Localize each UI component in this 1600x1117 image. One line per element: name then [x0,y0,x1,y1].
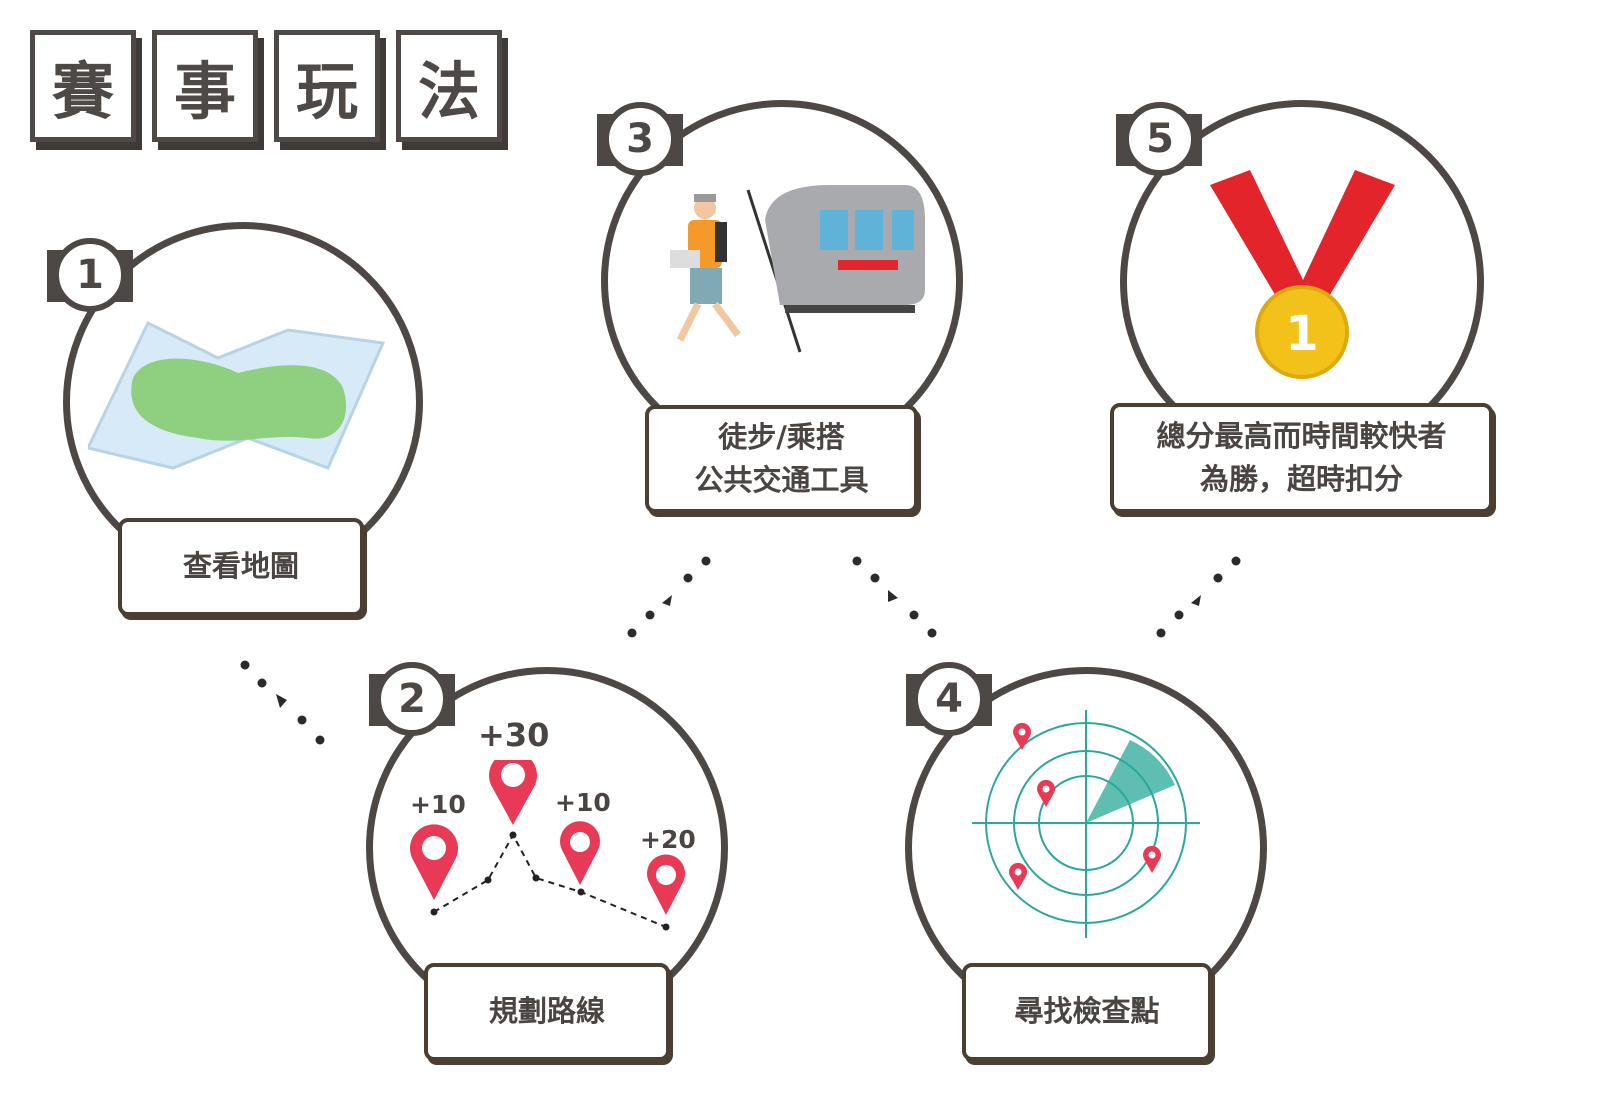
step-number-badge: 1 [53,238,127,312]
points-label: +10 [410,790,466,819]
step-label-text: 尋找檢查點 [1014,994,1160,1029]
step-number-badge: 2 [375,662,449,736]
step-4-label: 尋找檢查點 [962,963,1212,1061]
step-1-label: 查看地圖 [118,518,364,616]
points-label: +10 [555,788,611,817]
step-3-label: 徒步/乘搭 公共交通工具 [645,405,918,513]
title-tile: 法 [396,30,502,142]
step-label-line: 徒步/乘搭 [718,419,845,454]
radar-icon [972,710,1200,938]
step-5-label: 總分最高而時間較快者 為勝，超時扣分 [1110,403,1493,513]
step-label-text: 查看地圖 [182,549,299,584]
hiker-train-icon [670,185,925,353]
step-number-badge: 5 [1123,102,1197,176]
points-label: +30 [478,716,550,754]
step-2-label: 規劃路線 [424,963,670,1061]
medal-icon: 1 [1210,170,1395,379]
medal-number: 1 [1285,306,1318,362]
points-label: +20 [640,825,696,854]
step-number-badge: 3 [603,102,677,176]
step-label-line: 為勝，超時扣分 [1199,462,1403,496]
step-label-line: 公共交通工具 [694,463,869,497]
map-icon [88,320,386,470]
step-label-text: 規劃路線 [488,994,605,1029]
title-tile: 賽 [30,30,136,142]
step-label-line: 總分最高而時間較快者 [1156,418,1447,453]
route-pins-icon [410,760,685,931]
step-number-badge: 4 [912,662,986,736]
title-tile: 事 [152,30,258,142]
title-tile: 玩 [274,30,380,142]
